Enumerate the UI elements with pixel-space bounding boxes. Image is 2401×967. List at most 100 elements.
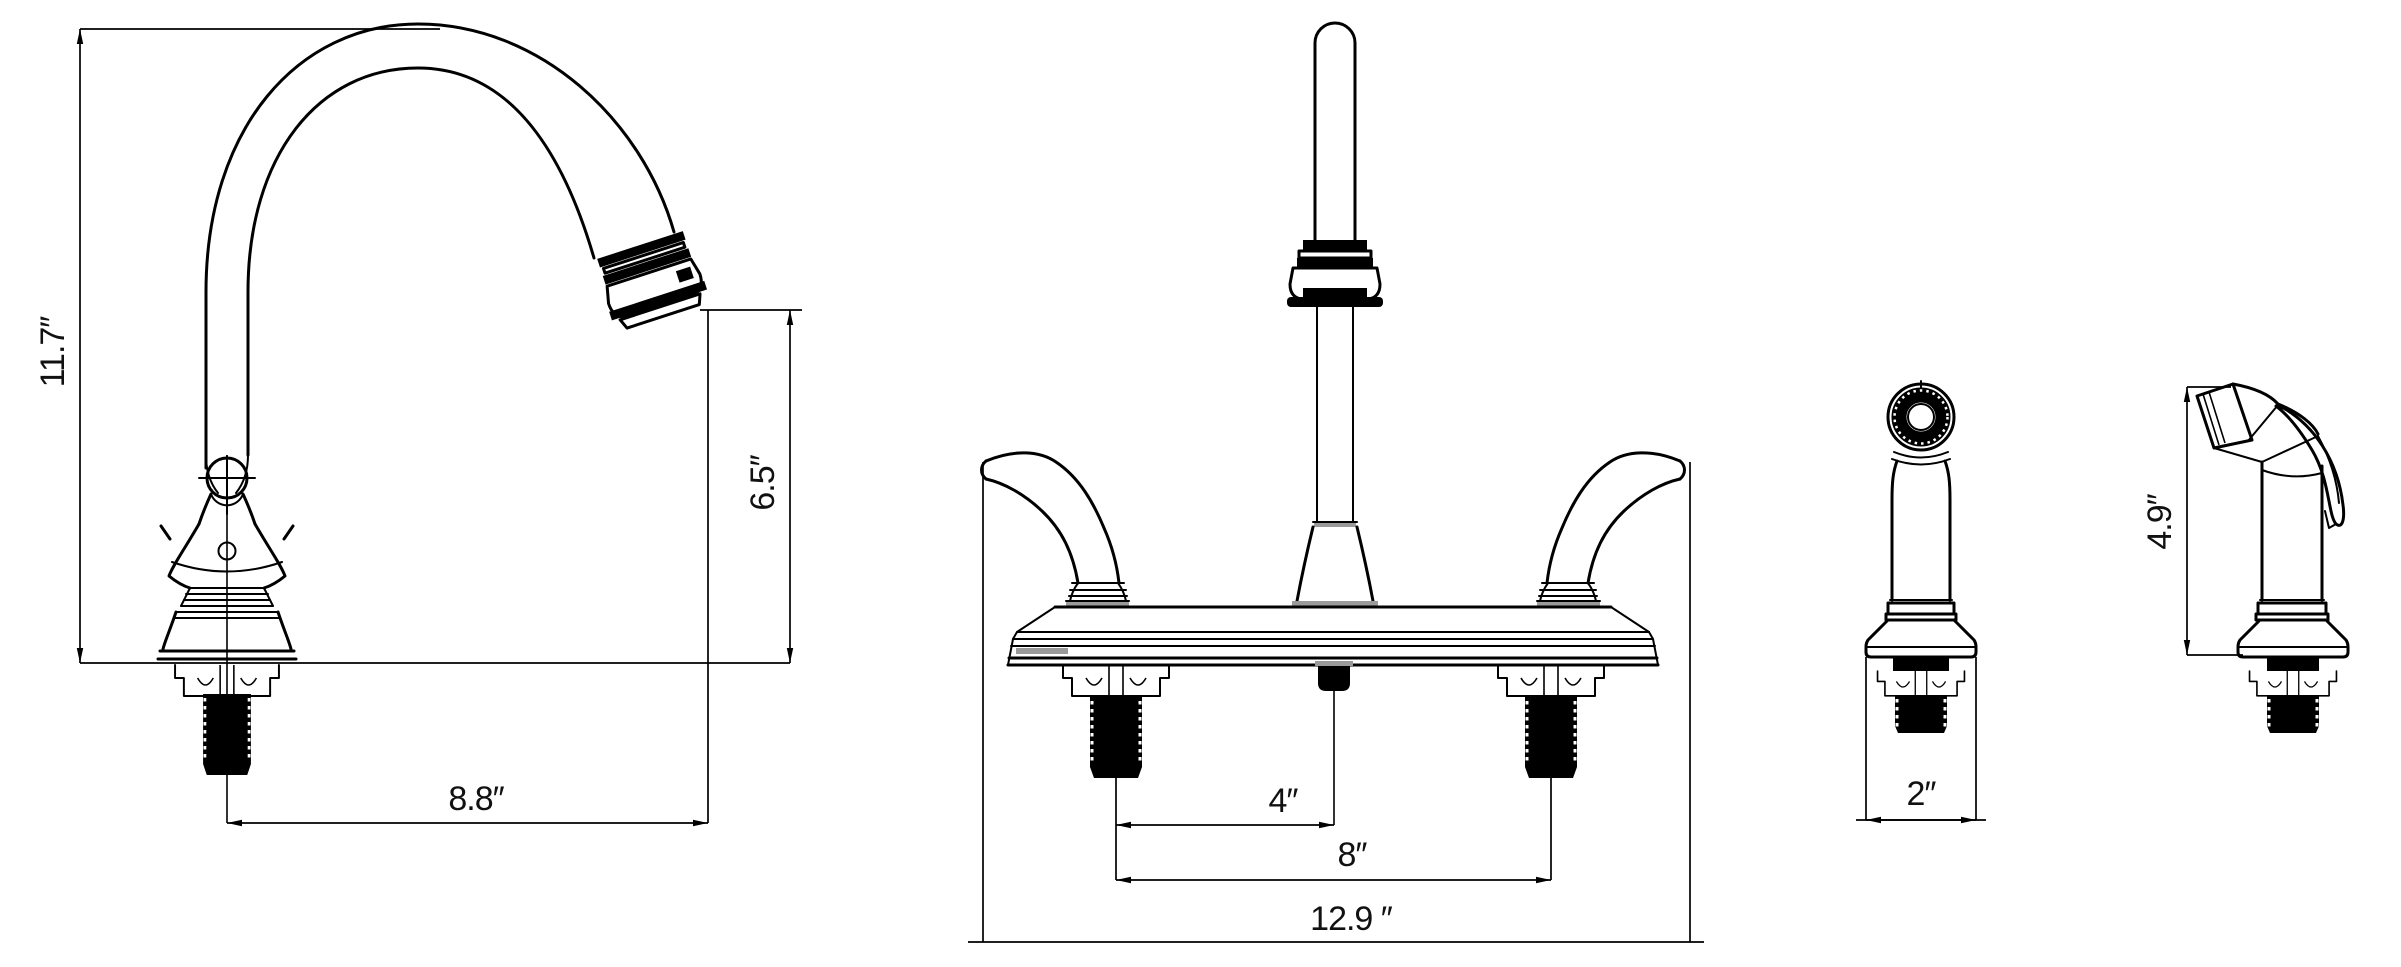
drawing-line [602,248,692,285]
drawing-line [1303,288,1367,298]
drawing-line [167,522,201,590]
sprayer-head [2195,382,2346,529]
drawing-line [1355,525,1375,603]
drawing-line [2260,460,2324,602]
drawing-line [235,454,249,494]
drawing-line [1287,297,1383,307]
drawing-line [1007,638,1659,666]
sprayer-front-body [1864,451,1978,659]
drawing-line [1891,387,1951,447]
drawing-line [2213,404,2319,463]
dimension-sprayer-base-width: 2″ [1856,657,1986,824]
drawing-line [1315,661,1353,666]
drawing-line [601,240,687,275]
drawing-line [159,524,172,541]
drawing-line [618,292,702,330]
shank-spacing-label: 8″ [1338,836,1368,874]
drawing-line [1295,525,1315,603]
sprayer-base-width-label: 2″ [1907,775,1937,813]
drawing-line [241,492,257,526]
drawing-line [253,522,287,590]
drawing-line [2248,670,2338,697]
faucet-base [156,587,298,661]
spout-height-label: 6.5″ [744,454,782,510]
sprayer-front-view: 2″ [1856,380,1986,824]
overall-height-label: 11.7″ [34,316,72,388]
drawing-line [171,561,283,573]
drawing-line [1893,658,1949,671]
center-to-shank-label: 4″ [1269,782,1299,820]
drawing-line [1016,606,1650,633]
sprayer-nozzle-face [1886,380,1956,452]
drawing-line [1537,602,1600,607]
dimension-overall-height: 11.7″ [34,28,440,663]
drawing-line [1318,666,1350,691]
drawing-line [2236,618,2350,659]
drawing-line [282,524,295,541]
drawing-line [246,66,596,457]
drawing-line [180,587,274,607]
drawing-line [2265,694,2321,735]
drawing-line [204,22,676,470]
overall-width-label: 12.9 ″ [1310,900,1393,938]
drawing-line [1012,631,1654,640]
drawing-line [609,280,708,321]
dimension-shank-spacing: 8″ [1116,778,1552,884]
drawing-line [1316,306,1354,523]
center-hose-fitting [1315,661,1353,825]
drawing-line [2324,510,2337,529]
drawing-line [2202,391,2226,446]
drawing-line [1886,601,1956,616]
drawing-line [1864,618,1978,659]
front-spout-column [1287,21,1383,607]
drawing-line [276,610,293,651]
spout-aerator [597,231,708,330]
drawing-line [1292,601,1378,607]
dimension-spout-height: 6.5″ [700,309,802,663]
drawing-line [1907,403,1935,431]
drawing-line [217,541,237,561]
drawing-line [1297,258,1373,268]
drawing-line [597,231,686,268]
drawing-line [197,492,213,526]
faucet-front-view: 4″ 8″ 12.9 ″ [968,21,1704,943]
sprayer-front-mounting [1876,658,1966,735]
faucet-side-view: 11.7″ 6.5″ 8.8″ [34,22,802,827]
drawing-line [2256,601,2328,616]
drawing-line [2195,382,2254,450]
threaded-shank [201,692,253,777]
sprayer-side-view: 4.9″ [2141,382,2350,735]
drawing-line [161,610,178,651]
dimension-sprayer-height: 4.9″ [2141,386,2243,656]
drawing-line [1314,522,1356,527]
faucet-body [159,522,295,590]
drawing-line [1893,451,1949,459]
drawing-line [1893,389,1949,445]
mounting-nut-right [1497,664,1605,697]
threaded-shank-right [1523,695,1579,780]
side-handle [197,454,257,526]
drawing-line [1297,249,1373,260]
drawing-line [1886,382,1956,452]
dimension-overall-width: 12.9 ″ [968,462,1704,943]
drawing-line [2261,469,2323,478]
drawing-line [205,454,219,494]
drawing-line [1943,459,1952,602]
mounting-nut-left [1062,664,1170,697]
deck-plate [1006,605,1660,667]
drawing-line [1876,670,1966,697]
threaded-shank-left [1088,695,1144,780]
sprayer-side-mounting [2248,658,2338,735]
sprayer-height-label: 4.9″ [2141,493,2179,549]
spout-reach-label: 8.8″ [448,780,504,818]
drawing-line [2317,435,2340,504]
drawing-line [1313,21,1357,242]
drawing-line [1893,694,1949,735]
sprayer-side-body [2236,460,2350,659]
drawing-line [1890,459,1899,602]
dimension-center-to-shank: 4″ [1115,778,1334,880]
drawing-line [1016,648,1068,654]
dimension-spout-reach: 8.8″ [227,310,709,827]
